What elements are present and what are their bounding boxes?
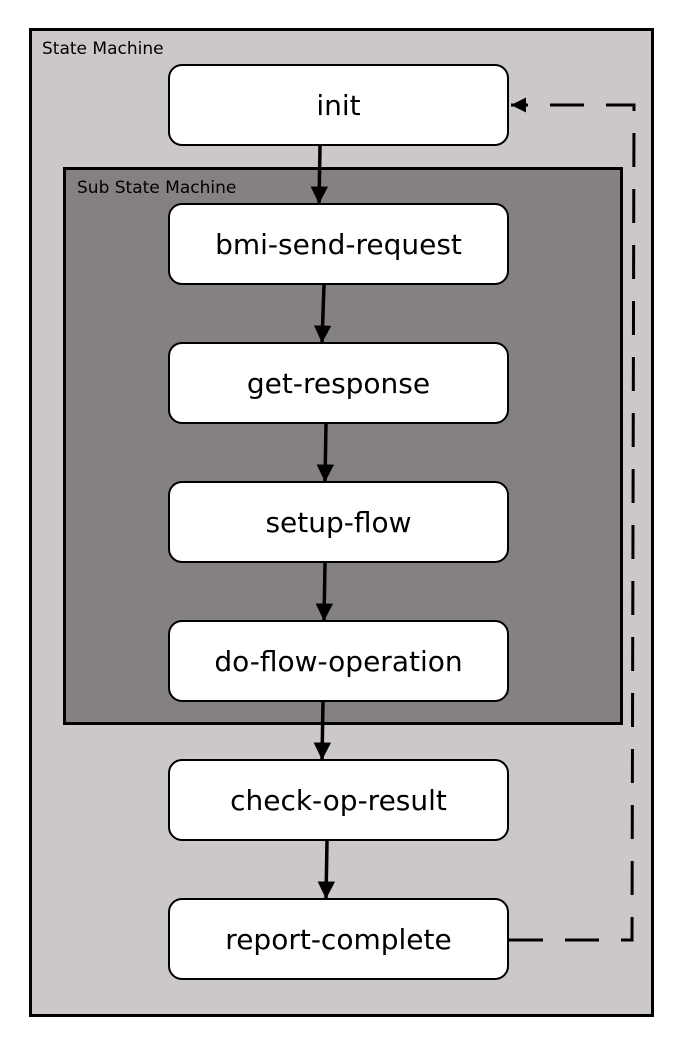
state-get-response: get-response bbox=[168, 342, 509, 424]
state-check-op-result: check-op-result bbox=[168, 759, 509, 841]
state-check-op-result-label: check-op-result bbox=[230, 783, 447, 817]
sub-state-machine-title: Sub State Machine bbox=[77, 178, 237, 198]
state-report-complete: report-complete bbox=[168, 898, 509, 980]
state-machine-title: State Machine bbox=[42, 39, 164, 59]
edge-get-response-to-setup-flow bbox=[316, 423, 335, 483]
state-get-response-label: get-response bbox=[246, 366, 431, 400]
state-init: init bbox=[168, 64, 509, 146]
state-bmi-send-request: bmi-send-request bbox=[168, 203, 509, 285]
state-setup-flow: setup-flow bbox=[168, 481, 509, 563]
state-do-flow-operation: do-flow-operation bbox=[168, 620, 509, 702]
state-init-label: init bbox=[316, 88, 361, 122]
state-setup-flow-label: setup-flow bbox=[265, 505, 412, 539]
state-bmi-send-request-label: bmi-send-request bbox=[215, 227, 462, 261]
state-do-flow-operation-label: do-flow-operation bbox=[214, 644, 463, 678]
edge-check-op-result-to-report-complete bbox=[317, 840, 336, 900]
state-report-complete-label: report-complete bbox=[225, 922, 452, 956]
edge-init-to-bmi-send-request bbox=[310, 145, 329, 205]
edge-setup-flow-to-do-flow-operation bbox=[315, 562, 334, 622]
edge-report-complete-to-init bbox=[509, 97, 636, 942]
edge-do-flow-operation-to-check-op-result bbox=[313, 701, 332, 761]
edge-bmi-send-request-to-get-response bbox=[313, 284, 332, 344]
